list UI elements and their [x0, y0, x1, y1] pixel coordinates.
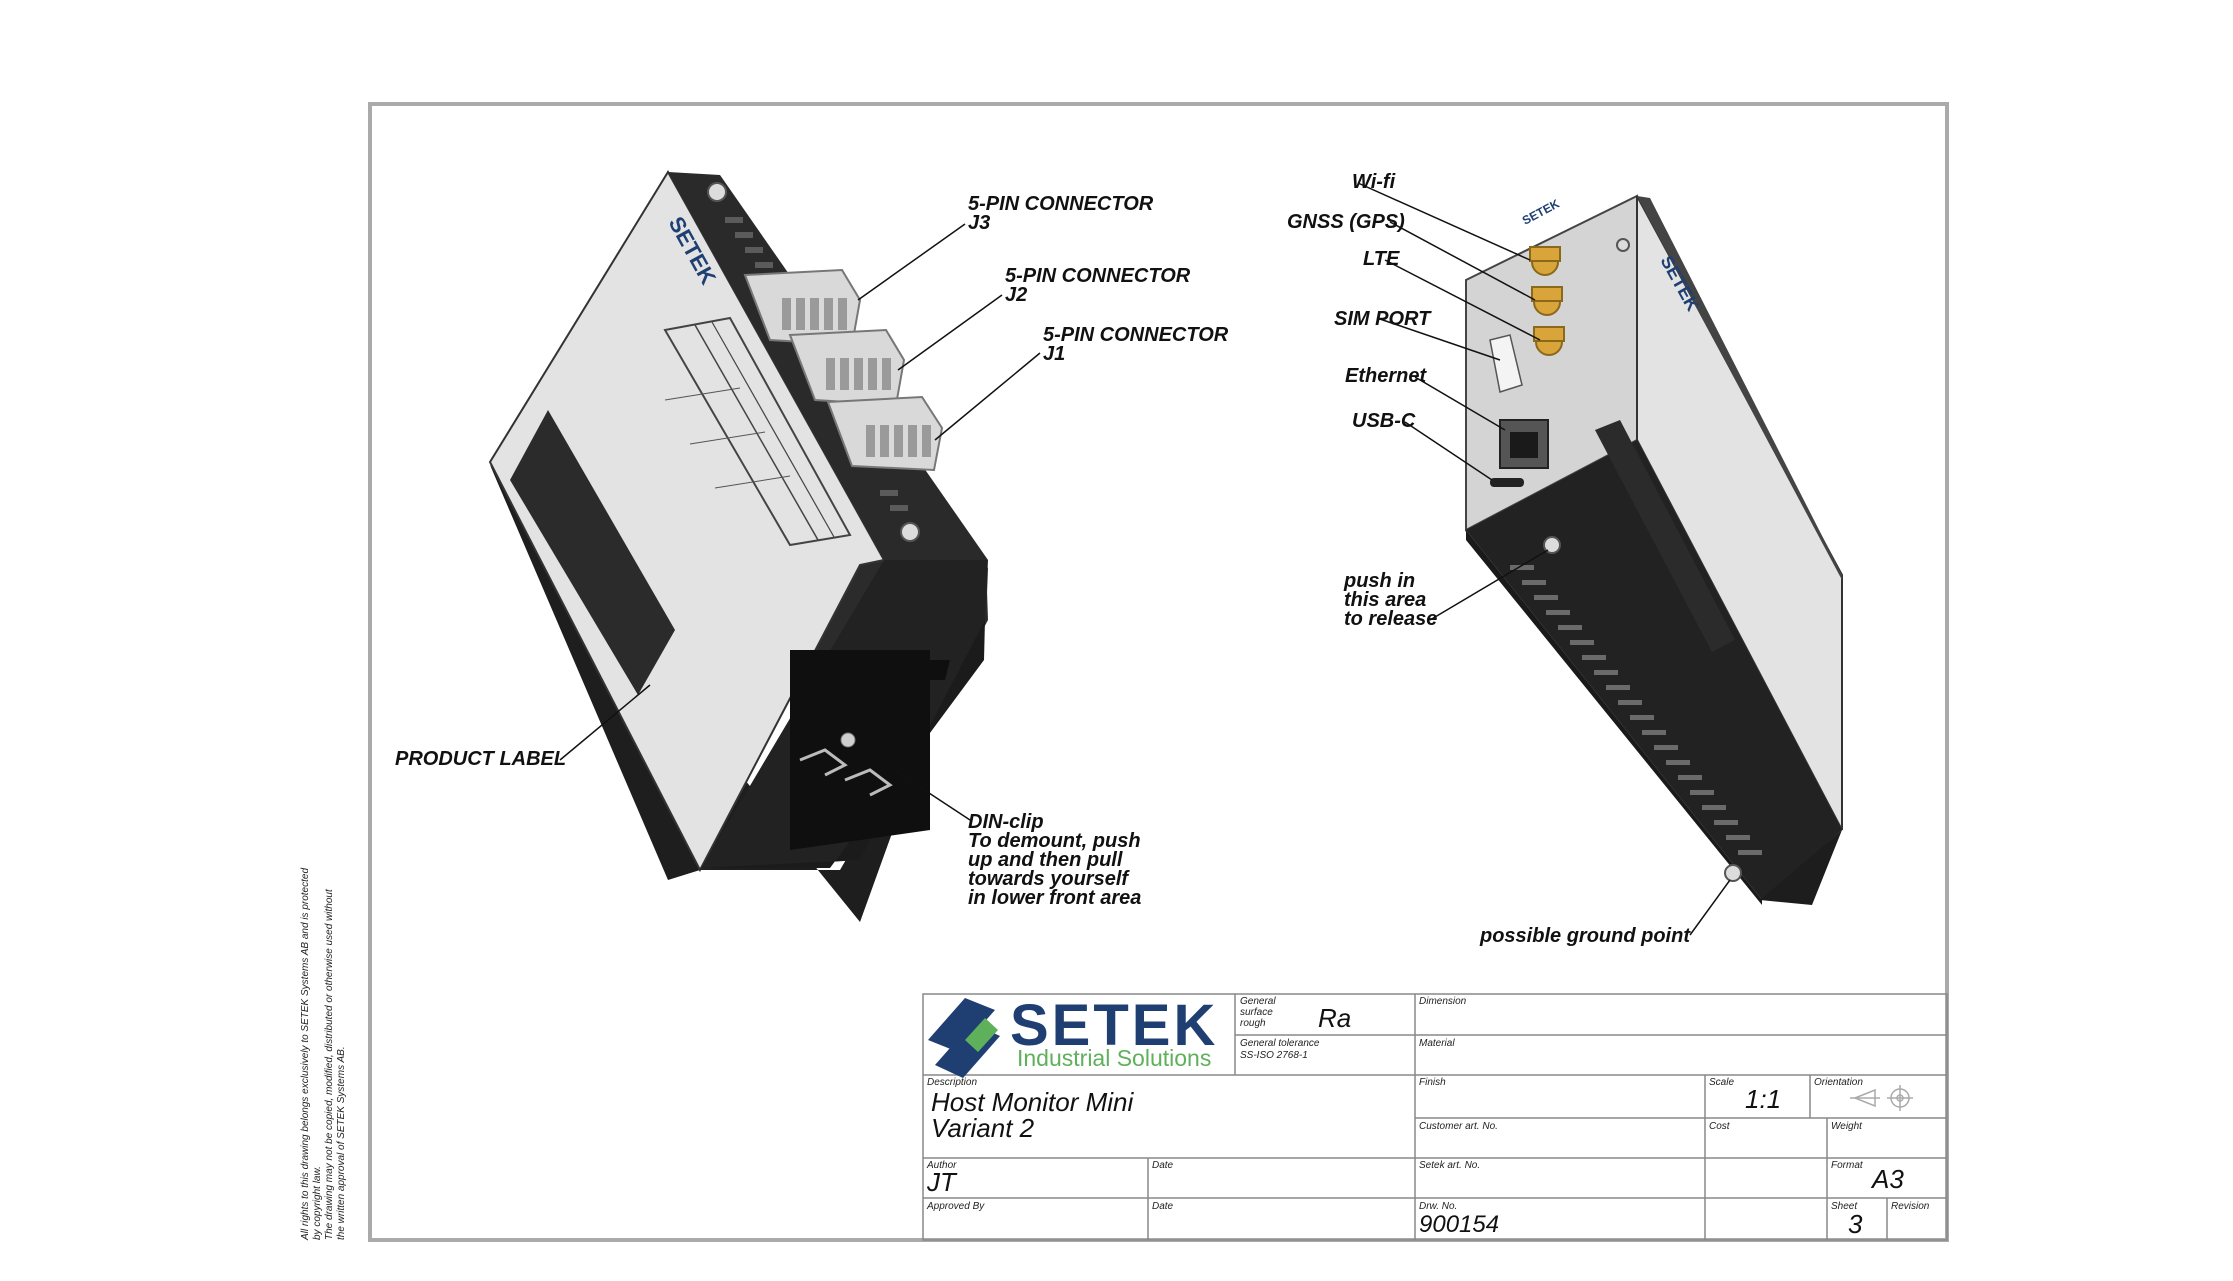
- setek-art-label: Setek art. No.: [1419, 1160, 1481, 1171]
- description-line1: Host Monitor Mini: [931, 1087, 1134, 1117]
- vent-slots: [1510, 565, 1762, 855]
- leader-lines: [559, 182, 1731, 936]
- drw-label: Drw. No.: [1419, 1201, 1458, 1212]
- callout-ethernet: Ethernet: [1345, 365, 1427, 387]
- orientation-label: Orientation: [1814, 1077, 1863, 1088]
- callout-gnss: GNSS (GPS): [1287, 211, 1405, 233]
- usbc-port: [1490, 478, 1524, 487]
- title-block-logo-sub: Industrial Solutions: [1017, 1045, 1212, 1071]
- format-value: A3: [1872, 1164, 1904, 1194]
- din-clip: [790, 650, 950, 850]
- scale-value: 1:1: [1745, 1084, 1782, 1114]
- sheet-label: Sheet: [1831, 1201, 1858, 1212]
- cost-label: Cost: [1709, 1121, 1730, 1132]
- callout-wifi: Wi-fi: [1352, 171, 1396, 193]
- connector-j1: [826, 395, 944, 472]
- general-surface-label: General surface rough: [1240, 996, 1276, 1029]
- connector-j3: [743, 268, 862, 347]
- copyright-note: All rights to this drawing belongs exclu…: [300, 867, 347, 1240]
- description-label: Description: [927, 1077, 978, 1088]
- right-device-illustration: SETEK SETEK: [1465, 194, 1843, 905]
- weight-label: Weight: [1831, 1121, 1862, 1132]
- callout-product-label: PRODUCT LABEL: [395, 748, 567, 770]
- callout-sim-port: SIM PORT: [1334, 308, 1431, 330]
- general-tolerance-label: General tolerance: [1240, 1038, 1320, 1049]
- general-tolerance-value: SS-ISO 2768-1: [1240, 1050, 1308, 1061]
- author-value: JT: [927, 1167, 956, 1197]
- antenna-connectors: [1529, 246, 1565, 356]
- setek-logo-mark: [928, 998, 1000, 1078]
- title-block-logo-name: SETEK: [1010, 993, 1219, 1058]
- finish-label: Finish: [1419, 1077, 1446, 1088]
- general-surface-value: Ra: [1318, 1003, 1352, 1033]
- right-device-front-brand: SETEK: [1520, 196, 1562, 227]
- dimension-label: Dimension: [1419, 996, 1467, 1007]
- connector-j2: [788, 328, 906, 407]
- description-line2: Variant 2: [931, 1113, 1035, 1143]
- callout-usbc: USB-C: [1352, 410, 1416, 432]
- sheet-value: 3: [1848, 1209, 1863, 1239]
- material-label: Material: [1419, 1038, 1455, 1049]
- drw-value: 900154: [1419, 1211, 1500, 1238]
- date2-label: Date: [1152, 1201, 1174, 1212]
- callout-lte: LTE: [1363, 248, 1400, 270]
- left-device-illustration: SETEK: [488, 170, 988, 922]
- date-label: Date: [1152, 1160, 1174, 1171]
- format-label: Format: [1831, 1160, 1863, 1171]
- revision-label: Revision: [1891, 1201, 1930, 1212]
- orientation-symbol: [1850, 1085, 1913, 1111]
- title-block-grid: [922, 993, 1948, 1241]
- callout-ground-point: possible ground point: [1480, 925, 1690, 947]
- customer-art-label: Customer art. No.: [1419, 1121, 1498, 1132]
- scale-label: Scale: [1709, 1077, 1735, 1088]
- author-label: Author: [927, 1160, 957, 1171]
- approved-label: Approved By: [927, 1201, 985, 1212]
